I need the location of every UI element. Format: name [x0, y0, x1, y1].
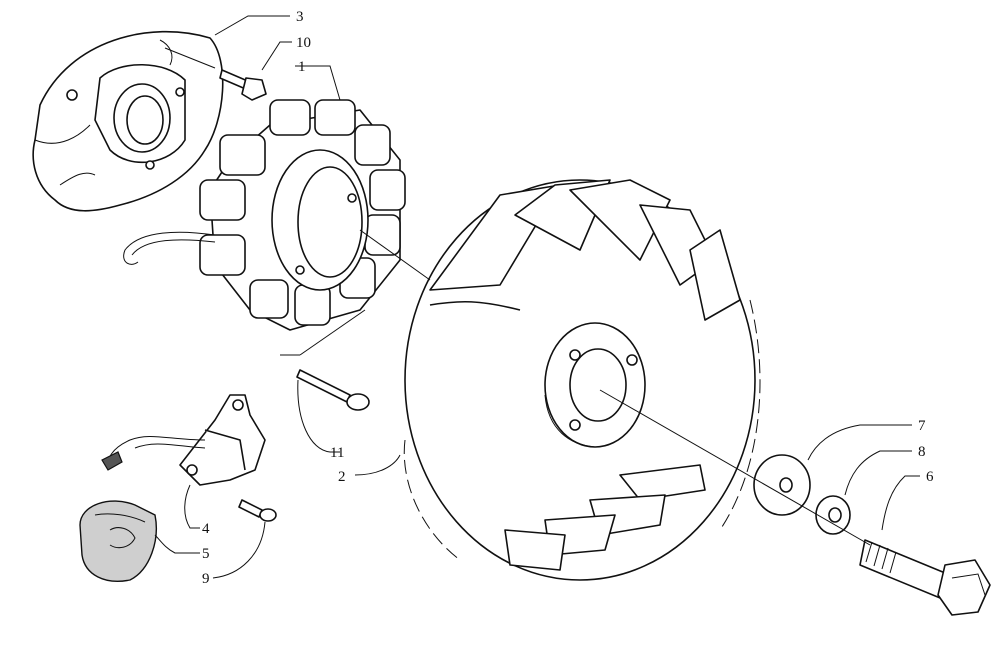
screw-9 — [238, 499, 277, 522]
callout-2: 2 — [338, 469, 346, 485]
callout-3: 3 — [296, 9, 304, 25]
callout-5: 5 — [202, 546, 210, 562]
flywheel-bolt — [859, 539, 991, 616]
callout-4: 4 — [202, 521, 210, 537]
grommet — [79, 500, 157, 582]
bolt-10 — [219, 69, 267, 101]
callout-6: 6 — [926, 469, 934, 485]
callout-9: 9 — [202, 571, 210, 587]
callout-10: 10 — [296, 35, 311, 51]
callout-8: 8 — [918, 444, 926, 460]
flywheel — [403, 179, 761, 581]
stator-base-plate — [32, 31, 224, 212]
pulser-coil — [101, 394, 266, 486]
screw-11 — [296, 369, 370, 411]
callout-7: 7 — [918, 418, 926, 434]
callout-1: 1 — [298, 59, 306, 75]
callout-11: 11 — [330, 445, 344, 461]
washer-7 — [753, 454, 811, 516]
stator-coil — [123, 99, 406, 331]
callout-labels: 3 10 1 11 2 7 8 6 4 5 9 — [202, 9, 934, 587]
lock-washer-8 — [815, 495, 851, 535]
leader-lines — [154, 15, 920, 579]
